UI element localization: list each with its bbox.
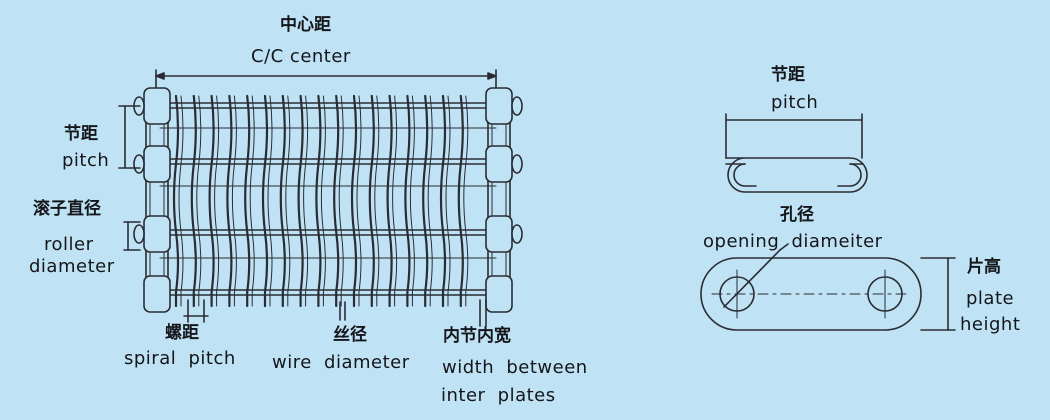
spiral-wire — [350, 94, 358, 308]
spiral-wire — [244, 94, 251, 308]
roller-diameter-label-en-1: roller — [44, 234, 94, 255]
spiral-wire-edge — [214, 95, 220, 307]
spiral-wire — [315, 94, 322, 308]
center-distance-dimension — [155, 69, 497, 99]
spiral-wire — [261, 94, 269, 308]
spiral-wire-edge — [196, 95, 202, 307]
spiral-wires — [172, 94, 469, 308]
plate-height-label-en-1: plate — [966, 288, 1015, 309]
spiral-wire — [439, 94, 447, 308]
opening-diameter-label-en: opening diameiter — [703, 231, 883, 252]
spiral-wire-edge — [427, 95, 433, 307]
spiral-wire — [404, 94, 411, 308]
spiral-wire — [190, 94, 197, 308]
right-side-plates — [485, 87, 523, 313]
left-side-plates — [133, 87, 171, 313]
wire-diameter-dimension — [339, 301, 346, 321]
spiral-wire — [422, 94, 429, 308]
spiral-wire-edge — [178, 95, 184, 307]
spiral-pitch-label-zh: 螺距 — [165, 323, 199, 343]
wire-diameter-label-en: wire diameter — [272, 352, 410, 373]
opening-diameter-label-zh: 孔径 — [780, 205, 814, 225]
plate-top-view — [700, 243, 956, 331]
inner-width-label-en-1: width between — [442, 357, 588, 378]
spiral-wire — [457, 94, 464, 308]
spiral-wire-edge — [338, 95, 344, 307]
inner-width-label-zh: 内节内宽 — [443, 326, 511, 346]
spiral-wire — [208, 94, 215, 308]
pitch-dimension — [118, 105, 141, 169]
spiral-wire-edge — [285, 95, 291, 307]
spiral-wire — [172, 94, 180, 308]
inner-width-label-en-2: inter plates — [441, 385, 556, 406]
spiral-wire-edge — [249, 95, 255, 307]
spiral-wire-edge — [303, 95, 309, 307]
plate-height-label-zh: 片高 — [967, 257, 1001, 277]
spiral-wire-edge — [267, 95, 273, 307]
spiral-wire-edge — [320, 95, 326, 307]
pitch-label-en: pitch — [62, 150, 110, 171]
spiral-wire — [368, 94, 375, 308]
spiral-wire-edge — [356, 95, 362, 307]
spiral-wire — [333, 94, 340, 308]
spiral-wire — [226, 94, 233, 308]
roller-diameter-label-zh: 滚子直径 — [33, 199, 101, 219]
inner-width-dimension — [479, 299, 487, 327]
spiral-wire-edge — [392, 95, 398, 307]
plate-height-label-en-2: height — [960, 314, 1021, 335]
plate-side-view — [725, 113, 868, 193]
plate-pitch-label-zh: 节距 — [771, 65, 805, 85]
pitch-label-zh: 节距 — [64, 124, 98, 144]
roller-diameter-dimension — [123, 221, 141, 251]
center-distance-label-zh: 中心距 — [280, 15, 331, 35]
center-distance-label-en: C/C center — [251, 46, 351, 67]
spiral-wire-edge — [463, 95, 469, 307]
spiral-wire — [386, 94, 393, 308]
spiral-wire-edge — [231, 95, 237, 307]
wire-diameter-label-zh: 丝径 — [333, 325, 367, 345]
spiral-wire — [279, 94, 286, 308]
spiral-pitch-dimension — [183, 299, 209, 323]
spiral-wire — [297, 94, 304, 308]
spiral-pitch-label-en: spiral pitch — [124, 348, 236, 369]
spiral-wire-edge — [409, 95, 415, 307]
roller-diameter-label-en-2: diameter — [29, 256, 115, 277]
plate-pitch-label-en: pitch — [771, 92, 819, 113]
spiral-wire-edge — [445, 95, 451, 307]
spiral-wire-edge — [374, 95, 380, 307]
